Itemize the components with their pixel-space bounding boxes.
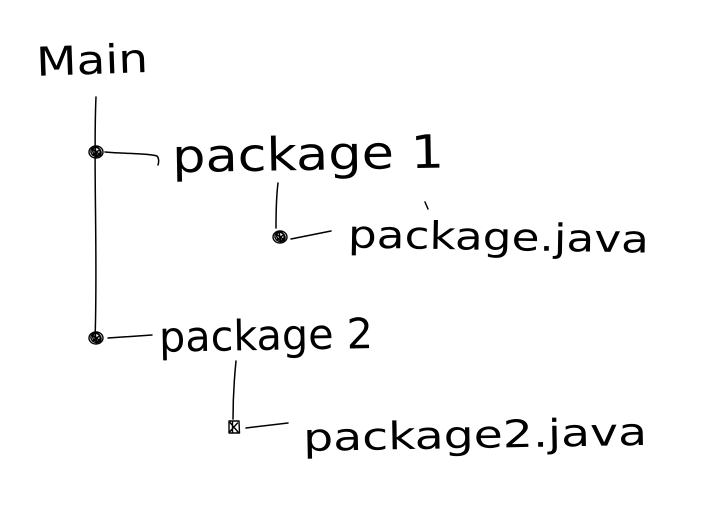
label-package1: package 1 [172,124,445,183]
node-dot-package1 [88,144,104,159]
branch-line-package2-file [232,360,237,420]
label-package-java: package.java [348,212,650,261]
trunk-line [94,96,97,341]
label-package2-java: package2.java [303,410,648,460]
branch-line-package1-file [275,182,279,229]
connector-package2-java [245,422,289,429]
node-dot-package2 [88,330,104,345]
stray-mark [424,201,429,210]
label-package2: package 2 [159,309,374,362]
node-dot-package2-java [228,420,241,434]
node-dot-package-java [272,229,288,244]
label-main: Main [35,36,149,86]
connector-package1 [104,151,160,166]
connector-package2 [107,334,153,339]
connector-package-java [290,230,332,240]
